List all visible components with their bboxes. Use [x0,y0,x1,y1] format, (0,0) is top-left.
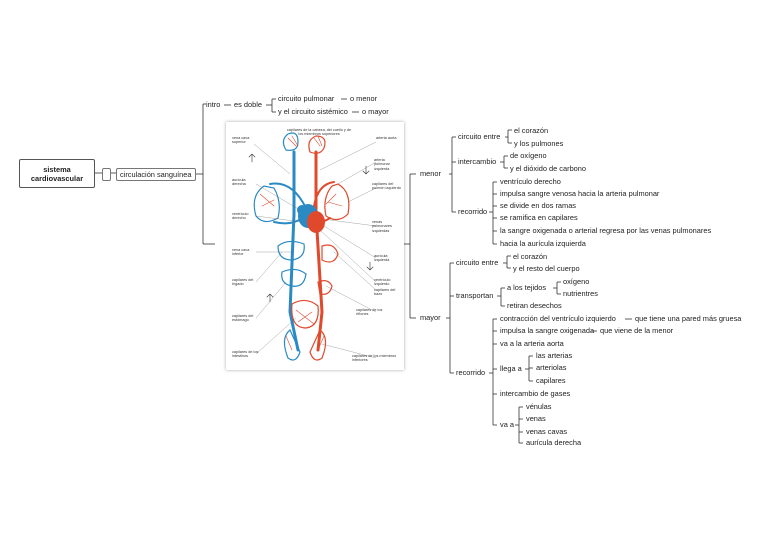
circulatory-system-illustration: capilares de la cabeza, del cuello y de … [226,122,404,370]
label-auricula-izquierda: aurícula izquierda [374,254,390,263]
label-auricula-derecha: aurícula derecha [232,178,246,187]
menor-y-pulmones[interactable]: y los pulmones [514,139,564,148]
mayor-retiran[interactable]: retiran desechos [507,301,562,310]
menor-el-corazon[interactable]: el corazón [514,126,549,135]
label-capilares-higado: capilares del hígado [232,278,254,287]
root-node[interactable]: sistema cardiovascular [19,159,95,188]
label-arteria-aorta: arteria aorta [376,136,397,140]
menor-node[interactable]: menor [420,169,441,178]
label-vena-cava-superior: vena cava superior [232,136,250,145]
mayor-transportan[interactable]: transportan [456,291,494,300]
o-menor[interactable]: o menor [350,94,378,103]
menor-step[interactable]: hacia la aurícula izquierda [500,239,586,248]
mayor-recorrido[interactable]: recorrido [456,368,486,377]
mayor-va-item[interactable]: venas [526,414,546,423]
mayor-intercambio-gases[interactable]: intercambio de gases [500,389,571,398]
mayor-circuito-entre[interactable]: circuito entre [456,258,499,267]
mayor-node[interactable]: mayor [420,313,441,322]
mayor-va-item[interactable]: vénulas [526,402,552,411]
mayor-contraccion[interactable]: contracción del ventrículo izquierdo [500,314,616,323]
label-capilares-pulmon: capilares del pulmón izquierdo [372,182,401,191]
label-capilares-miembros-inferiores: capilares de los miembros inferiores [352,354,397,363]
menor-step[interactable]: impulsa sangre venosa hacia la arteria p… [500,189,660,198]
label-arteria-pulmonar: arteria pulmonar izquierda [374,158,390,171]
mayor-oxigeno[interactable]: oxígeno [563,277,590,286]
label-capilares-bazo: capilares del bazo [374,288,396,297]
label-capilares-estomago: capilares del estómago [232,314,254,323]
mayor-impulsa[interactable]: impulsa la sangre oxigenada [500,326,595,335]
menor-step[interactable]: la sangre oxigenada o arterial regresa p… [500,226,712,235]
label-vena-cava-inferior: vena cava inferior [232,248,250,257]
label-ventriculo-izquierdo: ventrículo izquierdo [374,278,391,287]
collapse-handle[interactable] [102,168,111,181]
mayor-llega-item[interactable]: capilares [536,376,566,385]
circuito-pulmonar[interactable]: circuito pulmonar [278,94,335,103]
es-doble[interactable]: es doble [234,100,262,109]
mayor-el-corazon[interactable]: el corazón [513,252,548,261]
menor-dioxido[interactable]: y el dióxido de carbono [510,164,587,173]
menor-step[interactable]: ventrículo derecho [500,177,561,186]
menor-circuito-entre[interactable]: circuito entre [458,132,501,141]
mayor-va-a[interactable]: va a [500,420,514,429]
mayor-va-item[interactable]: venas cavas [526,427,568,436]
label-venas-pulmonares: venas pulmonares izquierdas [372,220,392,233]
mayor-llega-item[interactable]: arteriolas [536,363,567,372]
menor-step[interactable]: se ramifica en capilares [500,213,578,222]
label-capilares-rinones: capilares de los riñones [356,308,383,317]
label-ventriculo-derecho: ventrículo derecho [232,212,249,221]
body-vessels-drawing [248,132,377,361]
menor-intercambio[interactable]: intercambio [458,157,497,166]
mayor-llega-item[interactable]: las arterias [536,351,573,360]
mayor-va-aorta[interactable]: va a la arteria aorta [500,339,564,348]
label-top-capillaries: capilares de la cabeza, del cuello y de … [286,128,352,137]
o-mayor[interactable]: o mayor [362,107,389,116]
menor-de-oxigeno[interactable]: de oxígeno [510,151,547,160]
mayor-nutrientres[interactable]: nutrientres [563,289,598,298]
label-capilares-intestino: capilares de los intestinos [232,350,259,359]
mayor-pared[interactable]: que tiene una pared más gruesa [635,314,742,323]
circulacion-node[interactable]: circulación sanguínea [116,168,196,181]
menor-step[interactable]: se divide en dos ramas [500,201,576,210]
intro-label[interactable]: intro [206,100,221,109]
mayor-llega-a[interactable]: llega a [500,364,522,373]
mayor-viene[interactable]: que viene de la menor [600,326,674,335]
mayor-va-item[interactable]: aurícula derecha [526,438,582,447]
circuito-sistemico[interactable]: y el circuito sistémico [278,107,348,116]
menor-recorrido[interactable]: recorrido [458,207,488,216]
mayor-a-los-tejidos[interactable]: a los tejidos [507,283,547,292]
mayor-resto[interactable]: y el resto del cuerpo [513,264,580,273]
